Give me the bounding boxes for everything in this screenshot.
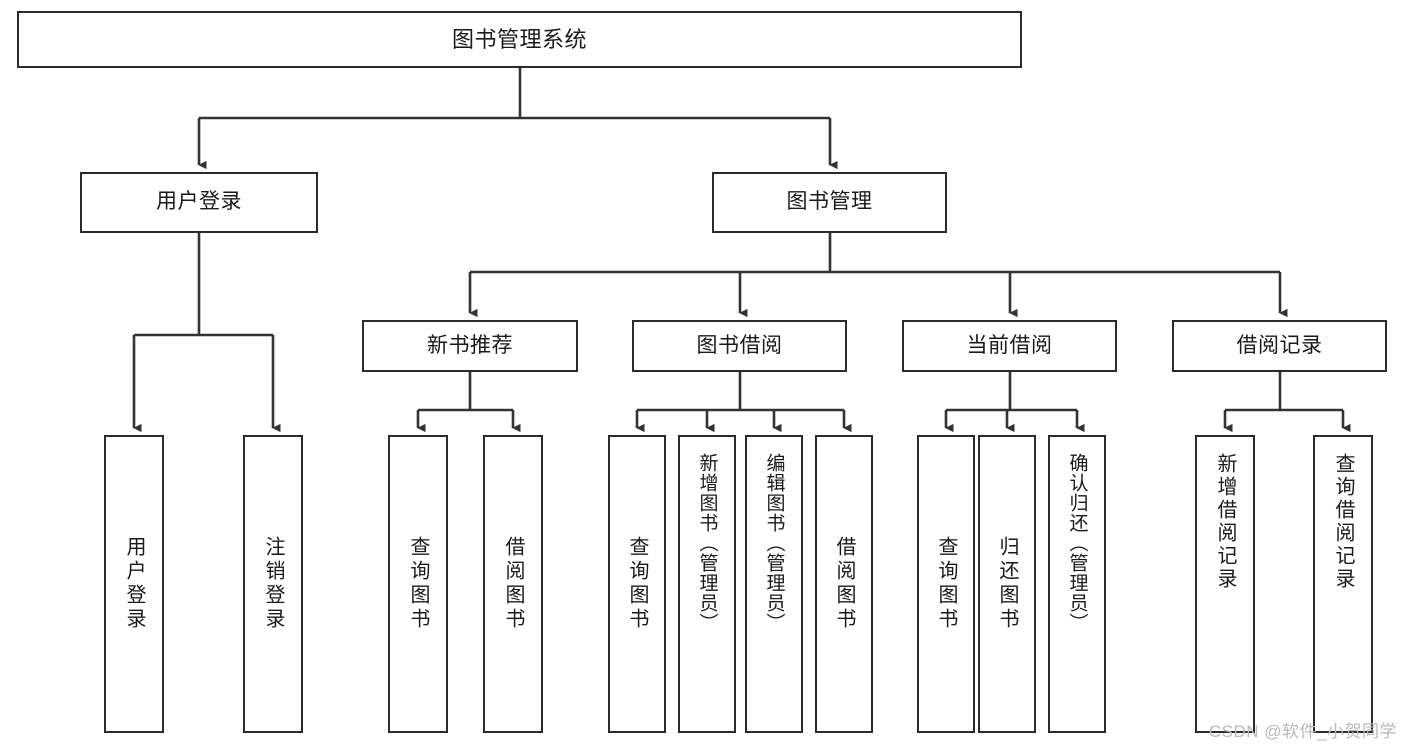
node-user-login-label: 用户登录	[156, 190, 242, 214]
leaf-logout[interactable]: 注销登录	[243, 435, 303, 733]
node-book-borrow-label: 图书借阅	[696, 333, 783, 357]
leaf-add-borrow-record[interactable]: 新增借阅记录	[1195, 435, 1255, 733]
leaf-borrow-book[interactable]: 借阅图书	[815, 435, 873, 733]
leaf-edit-book-admin-label: 编辑图书（管理员）	[763, 453, 785, 633]
watermark-text: CSDN @软件_小贺同学	[1208, 722, 1397, 741]
leaf-query-book-new[interactable]: 查询图书	[388, 435, 448, 733]
leaf-query-book-current-label: 查询图书	[935, 536, 957, 632]
leaf-edit-book-admin[interactable]: 编辑图书（管理员）	[745, 435, 803, 733]
leaf-confirm-return-admin[interactable]: 确认归还（管理员）	[1048, 435, 1106, 733]
leaf-query-book-borrow[interactable]: 查询图书	[608, 435, 666, 733]
leaf-borrow-book-new-label: 借阅图书	[502, 536, 524, 632]
leaf-borrow-book-label: 借阅图书	[833, 536, 855, 632]
leaf-return-book[interactable]: 归还图书	[978, 435, 1036, 733]
leaf-user-login[interactable]: 用户登录	[104, 435, 164, 733]
node-book-management[interactable]: 图书管理	[712, 172, 947, 233]
node-book-borrow[interactable]: 图书借阅	[632, 320, 847, 372]
leaf-user-login-label: 用户登录	[123, 536, 145, 632]
node-borrow-record-label: 借阅记录	[1236, 333, 1323, 357]
leaf-logout-label: 注销登录	[262, 536, 284, 632]
leaf-add-borrow-record-label: 新增借阅记录	[1214, 453, 1236, 591]
leaf-query-book-current[interactable]: 查询图书	[917, 435, 975, 733]
leaf-return-book-label: 归还图书	[996, 536, 1018, 632]
leaf-confirm-return-admin-label: 确认归还（管理员）	[1066, 453, 1088, 633]
leaf-query-book-borrow-label: 查询图书	[626, 536, 648, 632]
leaf-query-book-new-label: 查询图书	[407, 536, 429, 632]
node-user-login[interactable]: 用户登录	[80, 172, 318, 233]
node-borrow-record[interactable]: 借阅记录	[1172, 320, 1387, 372]
leaf-query-borrow-record-label: 查询借阅记录	[1332, 453, 1354, 591]
leaf-add-book-admin[interactable]: 新增图书（管理员）	[678, 435, 736, 733]
node-book-management-label: 图书管理	[786, 190, 873, 214]
node-new-book-recommend[interactable]: 新书推荐	[362, 320, 578, 372]
node-current-borrow-label: 当前借阅	[966, 333, 1053, 357]
leaf-add-book-admin-label: 新增图书（管理员）	[696, 453, 718, 633]
node-current-borrow[interactable]: 当前借阅	[902, 320, 1117, 372]
leaf-query-borrow-record[interactable]: 查询借阅记录	[1313, 435, 1373, 733]
leaf-borrow-book-new[interactable]: 借阅图书	[483, 435, 543, 733]
node-root[interactable]: 图书管理系统	[17, 11, 1022, 68]
node-new-book-recommend-label: 新书推荐	[427, 333, 513, 357]
node-root-label: 图书管理系统	[451, 26, 587, 52]
